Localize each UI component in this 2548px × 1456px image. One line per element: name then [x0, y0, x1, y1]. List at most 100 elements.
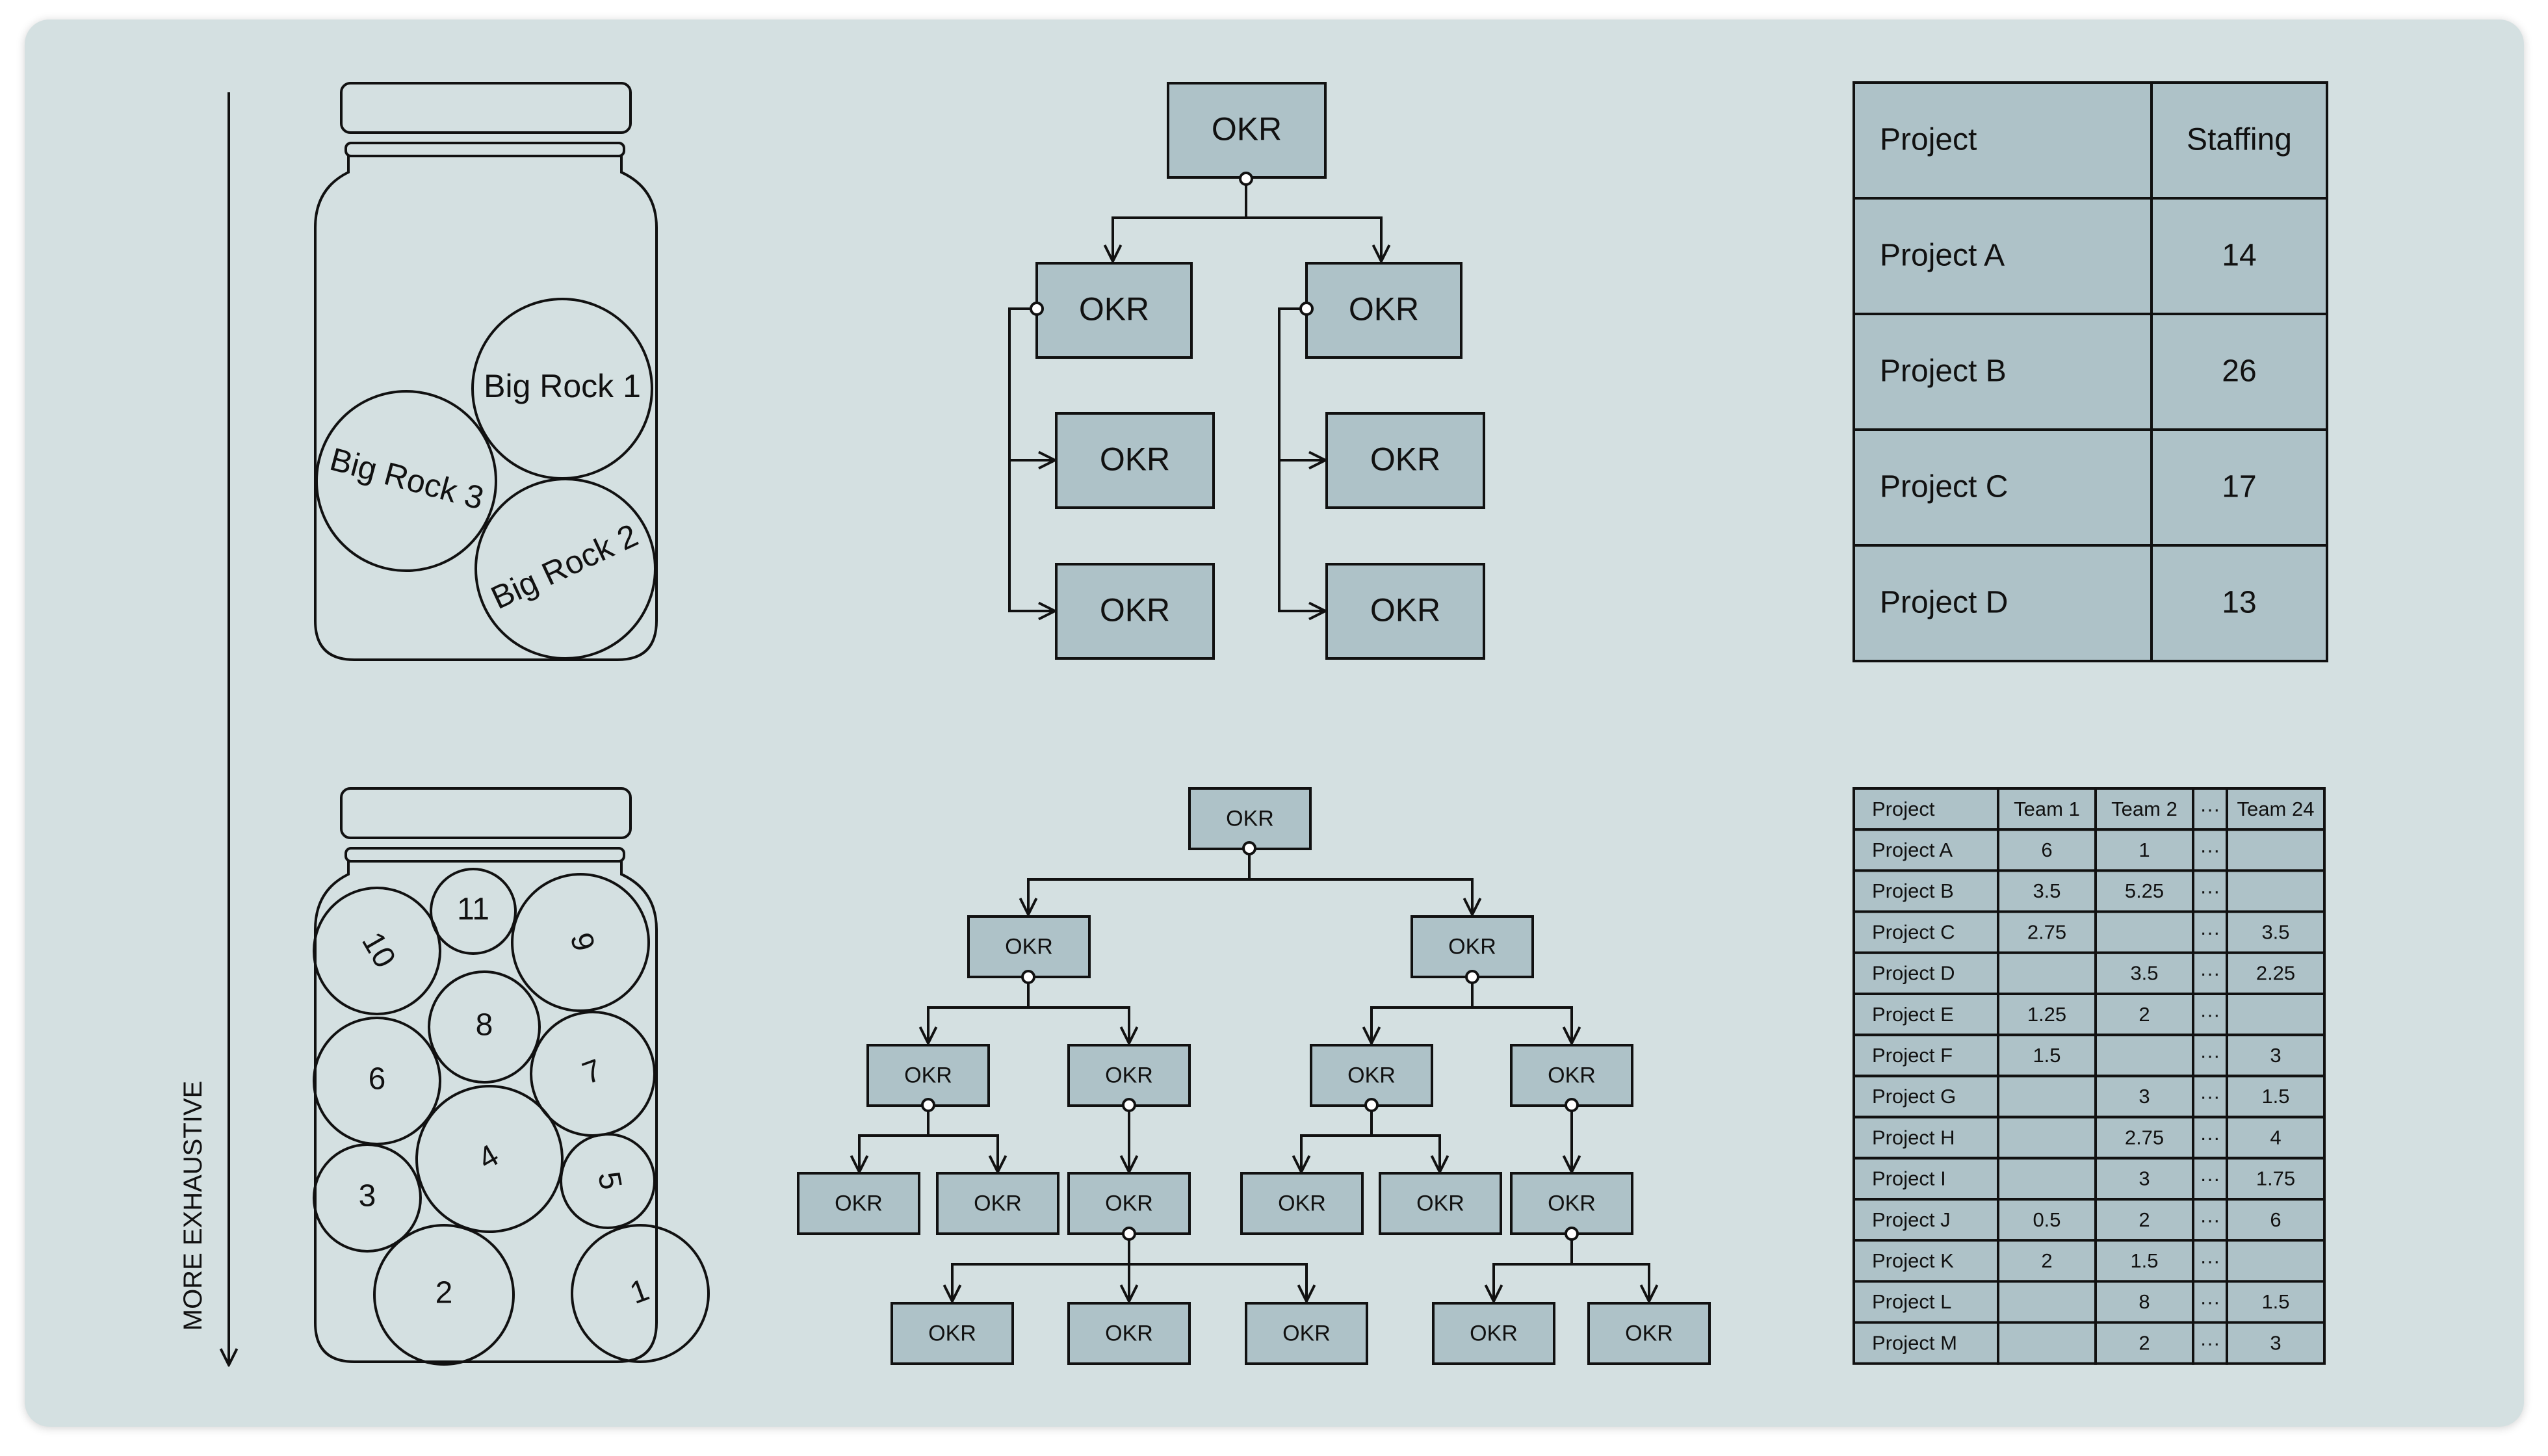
okr-b-r1: OKR [1410, 915, 1534, 984]
header-cell: Team 2 [2111, 798, 2178, 820]
svg-text:11: 11 [457, 892, 489, 927]
table-cell: 26 [2222, 354, 2256, 389]
header-cell: ··· [2200, 798, 2220, 820]
okr-b-r2b: OKR [1510, 1044, 1633, 1112]
table-cell: ··· [2200, 1126, 2220, 1149]
svg-text:OKR: OKR [974, 1191, 1022, 1216]
okr-right-child-2: OKR [1325, 563, 1485, 660]
table-cell: 3.5 [2130, 962, 2158, 985]
table-cell: Project E [1872, 1003, 1954, 1026]
table-cell: 2 [2138, 1331, 2150, 1354]
svg-text:OKR: OKR [1212, 111, 1282, 148]
okr-left: OKR [1030, 262, 1193, 359]
table-cell: 1 [2138, 838, 2150, 861]
svg-text:5: 5 [591, 1169, 628, 1193]
okr-left-child-1: OKR [1055, 412, 1215, 509]
svg-text:7: 7 [578, 1053, 606, 1091]
okr-b-l4c: OKR [1245, 1302, 1368, 1365]
table-cell: Project H [1872, 1126, 1955, 1149]
table-cell: 1.5 [2033, 1044, 2060, 1067]
svg-text:OKR: OKR [928, 1321, 976, 1346]
axis-label: MORE EXHAUSTIVE [179, 1081, 207, 1331]
table-row: Project D 3.5 ··· 2.25 [1852, 951, 2326, 996]
ball-2: 2 [373, 1224, 515, 1366]
table-cell: 2 [2138, 1003, 2150, 1026]
table-cell: Project G [1872, 1085, 1956, 1108]
table-cell: Project L [1872, 1290, 1951, 1313]
table-cell: Project D [1872, 962, 1955, 985]
top-jar: Big Rock 1 Big Rock 3 Big Rock 2 [314, 82, 658, 661]
table-cell: 3 [2270, 1044, 2281, 1067]
table-cell: ··· [2200, 920, 2220, 943]
table-cell: 2.25 [2256, 962, 2295, 985]
okr-right-child-1: OKR [1325, 412, 1485, 509]
svg-text:OKR: OKR [1100, 592, 1170, 629]
okr-tree-bottom: OKR OKR OKR OKR OKR OKR OKR OKR OKR OKR OKR OKR OKR O… [797, 787, 1711, 1365]
header-cell: Project [1880, 123, 1977, 157]
table-cell: Project B [1872, 879, 1954, 902]
okr-b-r3a: OKR [1240, 1172, 1364, 1235]
svg-text:10: 10 [355, 926, 402, 974]
table-cell: 8 [2138, 1290, 2150, 1313]
svg-text:OKR: OKR [1416, 1191, 1464, 1216]
svg-text:OKR: OKR [1100, 441, 1170, 478]
header-cell: Project [1872, 798, 1935, 820]
okr-right: OKR [1299, 262, 1462, 359]
svg-text:OKR: OKR [1448, 934, 1496, 959]
table-cell: ··· [2200, 879, 2220, 902]
svg-text:OKR: OKR [1282, 1321, 1331, 1346]
okr-b-l4b: OKR [1067, 1302, 1191, 1365]
svg-text:OKR: OKR [1226, 806, 1274, 831]
table-cell: ··· [2200, 1208, 2220, 1231]
ball-7: 7 [530, 1011, 656, 1137]
table-cell: 2.75 [2125, 1126, 2164, 1149]
table-cell: Project C [1872, 920, 1955, 943]
table-cell: ··· [2200, 962, 2220, 985]
okr-b-l2b: OKR [1067, 1044, 1191, 1112]
svg-text:3: 3 [359, 1179, 376, 1214]
svg-text:Big Rock 1: Big Rock 1 [484, 368, 641, 404]
okr-b-l1: OKR [967, 915, 1091, 984]
ball-6: 6 [313, 1017, 441, 1145]
table-cell: ··· [2200, 1167, 2220, 1190]
table-cell: 13 [2222, 586, 2256, 620]
table-cell: 1.5 [2261, 1290, 2289, 1313]
table-cell: 1.75 [2256, 1167, 2295, 1190]
svg-text:2: 2 [436, 1276, 453, 1310]
svg-text:8: 8 [476, 1008, 493, 1043]
svg-text:OKR: OKR [1625, 1321, 1673, 1346]
table-cell: 4 [2270, 1126, 2281, 1149]
okr-root: OKR [1167, 82, 1327, 186]
ball-11: 11 [430, 868, 517, 955]
svg-text:OKR: OKR [1548, 1191, 1596, 1216]
svg-text:OKR: OKR [1349, 291, 1419, 328]
table-cell: 1.5 [2130, 1249, 2158, 1272]
table-cell: ··· [2200, 838, 2220, 861]
table-cell: Project I [1872, 1167, 1946, 1190]
table-cell: 6 [2041, 838, 2052, 861]
okr-b-r3c: OKR [1510, 1172, 1633, 1241]
table-cell: 2 [2041, 1249, 2052, 1272]
svg-text:OKR: OKR [1347, 1063, 1396, 1087]
table-cell: 2.75 [2027, 920, 2066, 943]
table-cell: 5.25 [2125, 879, 2164, 902]
svg-text:OKR: OKR [1079, 291, 1149, 328]
okr-b-r2a: OKR [1310, 1044, 1433, 1112]
table-cell: Project F [1872, 1044, 1953, 1067]
okr-b-l3b: OKR [936, 1172, 1060, 1235]
okr-left-child-2: OKR [1055, 563, 1215, 660]
